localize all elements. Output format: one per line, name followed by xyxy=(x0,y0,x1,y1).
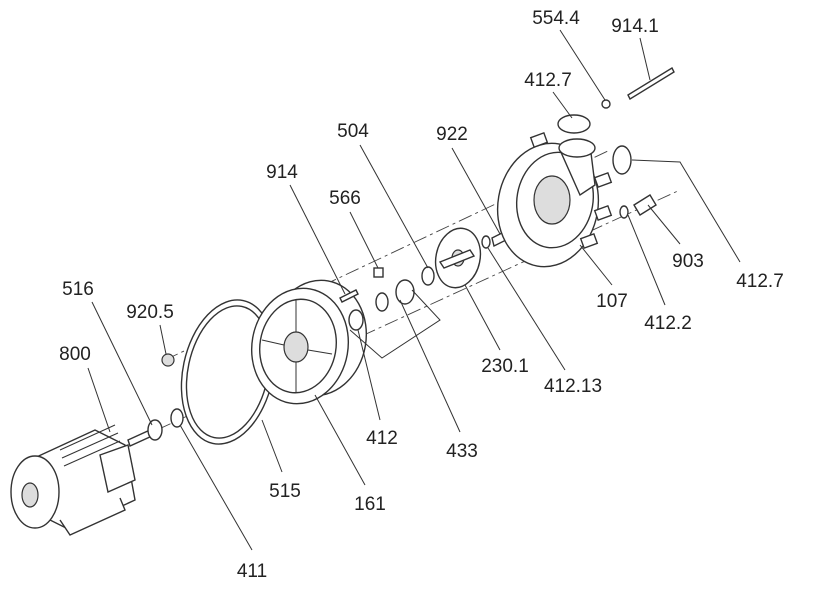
label-554-4: 554.4 xyxy=(532,8,580,29)
part-903-plug xyxy=(633,194,657,216)
part-914-1-bolt xyxy=(627,67,675,100)
label-800: 800 xyxy=(59,344,91,365)
part-914-bolt xyxy=(339,289,359,303)
motor-800 xyxy=(10,424,153,536)
part-412-13 xyxy=(481,235,491,249)
label-412: 412 xyxy=(366,428,398,449)
part-230-1-impeller xyxy=(434,227,482,289)
part-554-4 xyxy=(601,99,611,109)
label-412-2: 412.2 xyxy=(644,313,692,334)
part-566 xyxy=(373,267,384,278)
part-433-b xyxy=(395,279,415,305)
part-411 xyxy=(170,408,184,428)
label-161: 161 xyxy=(354,494,386,515)
part-504 xyxy=(421,266,435,286)
part-515-ring xyxy=(180,299,276,445)
label-412-13: 412.13 xyxy=(544,376,602,397)
part-920-5 xyxy=(161,353,175,367)
label-903: 903 xyxy=(672,251,704,272)
part-412 xyxy=(348,309,364,331)
label-566: 566 xyxy=(329,188,361,209)
seal-bracket xyxy=(349,289,441,359)
label-411: 411 xyxy=(237,561,267,582)
part-107-casing xyxy=(496,132,613,268)
part-412-7-top xyxy=(557,114,591,134)
part-433-a xyxy=(375,292,389,312)
leader-lines xyxy=(87,29,741,551)
label-920-5: 920.5 xyxy=(126,302,174,323)
label-914: 914 xyxy=(266,162,298,183)
part-412-2 xyxy=(619,205,629,219)
label-914-1: 914.1 xyxy=(611,16,659,37)
label-433: 433 xyxy=(446,441,478,462)
label-515: 515 xyxy=(269,481,301,502)
part-161-backplate xyxy=(250,279,368,405)
label-412-7-right: 412.7 xyxy=(736,271,784,292)
part-516 xyxy=(147,419,163,441)
label-504: 504 xyxy=(337,121,369,142)
label-412-7-top: 412.7 xyxy=(524,70,572,91)
label-230-1: 230.1 xyxy=(481,356,529,377)
part-412-7-right xyxy=(612,145,632,175)
label-516: 516 xyxy=(62,279,94,300)
label-107: 107 xyxy=(596,291,628,312)
label-922: 922 xyxy=(436,124,468,145)
